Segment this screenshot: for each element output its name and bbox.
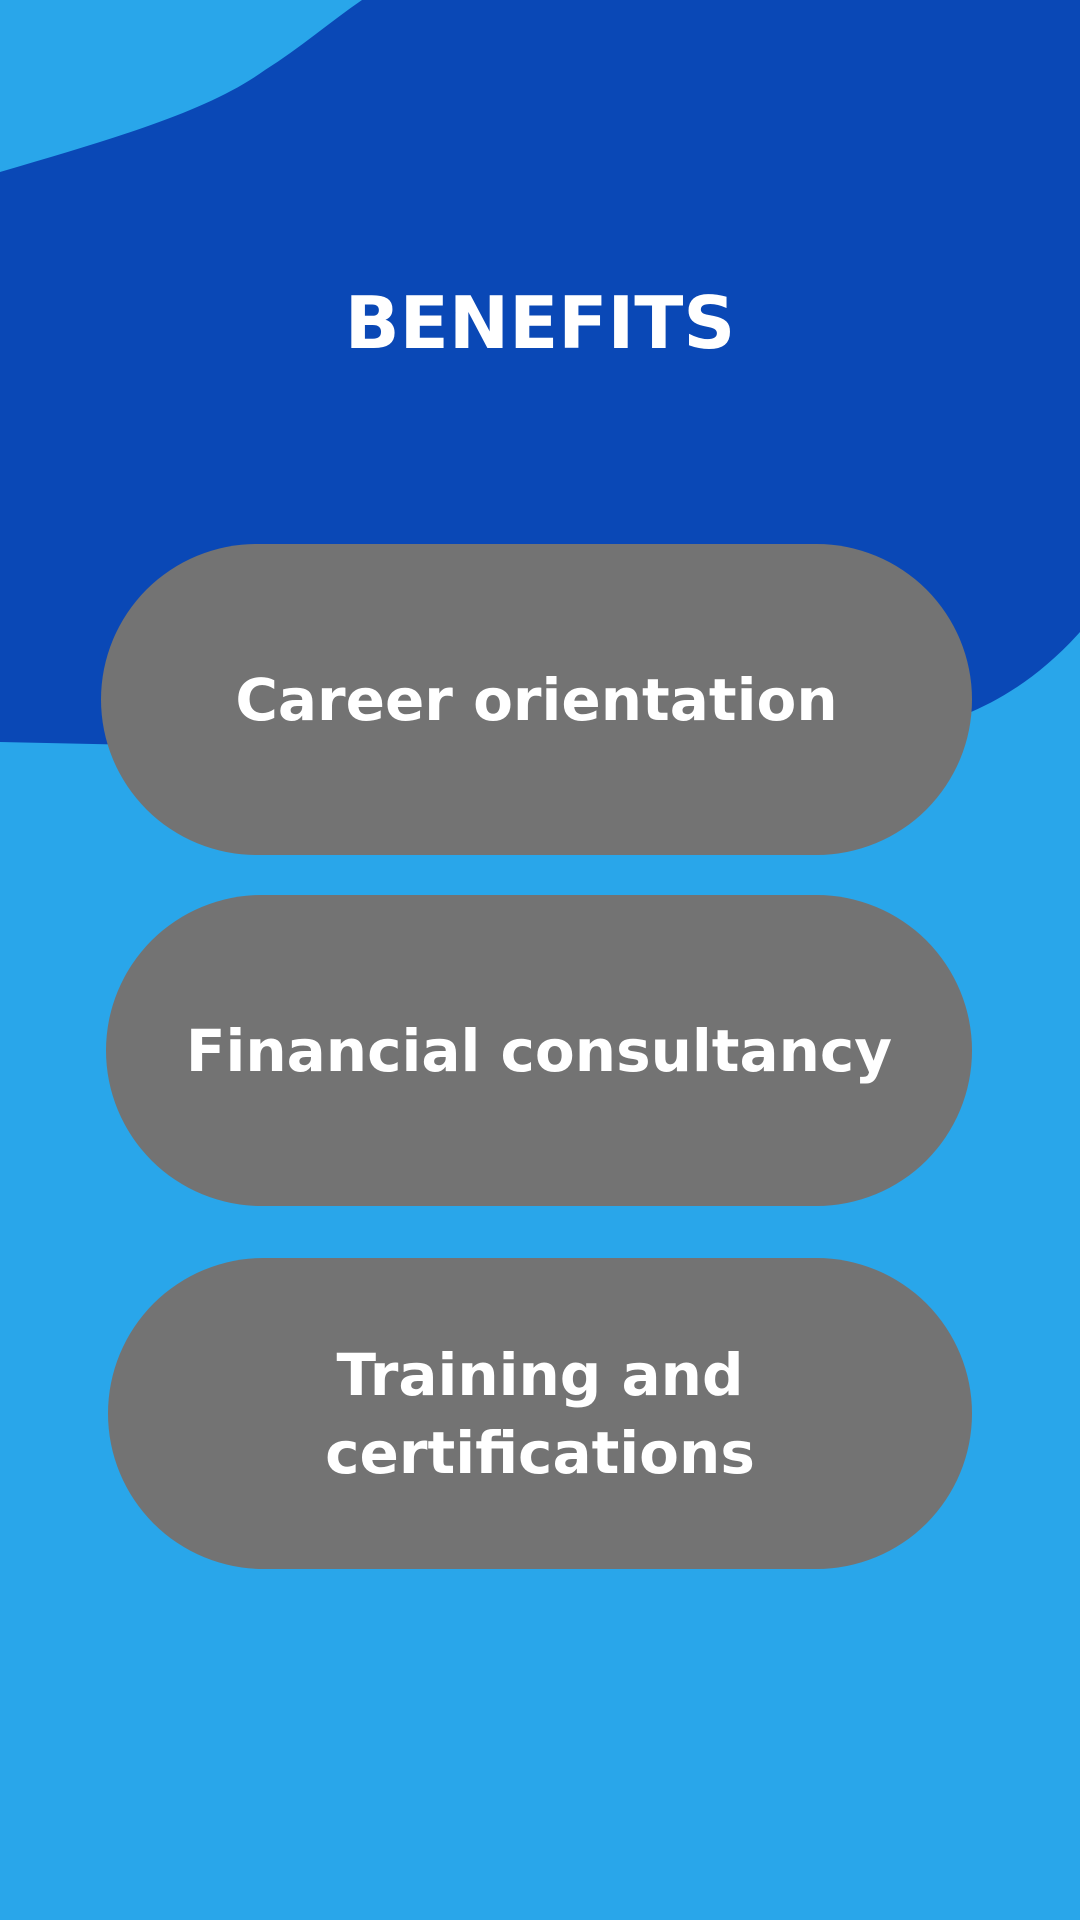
benefit-card-financial-consultancy[interactable]: Financial consultancy	[106, 895, 972, 1206]
benefit-card-career-orientation[interactable]: Career orientation	[101, 544, 972, 855]
benefit-card-training-certifications[interactable]: Training and certifications	[108, 1258, 972, 1569]
benefit-label: Financial consultancy	[185, 1016, 893, 1085]
benefit-label: Training and certifications	[325, 1340, 755, 1487]
benefit-label: Career orientation	[235, 665, 838, 734]
page-title: BENEFITS	[344, 281, 736, 365]
